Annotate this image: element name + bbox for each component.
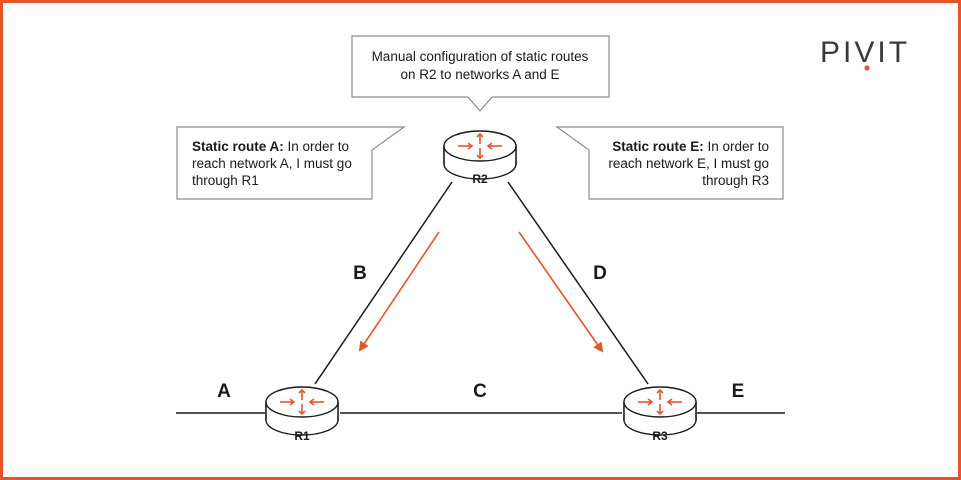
callout-left-line1: Static route A: In order to bbox=[192, 139, 349, 154]
router-r1-label: R1 bbox=[294, 429, 310, 443]
callout-left-line3: through R1 bbox=[192, 173, 259, 188]
network-b-label: B bbox=[353, 263, 367, 284]
network-e-label: E bbox=[732, 381, 745, 402]
callout-right-line2: reach network E, I must go bbox=[608, 156, 769, 171]
callout-right-line3: through R3 bbox=[702, 173, 769, 188]
callout-top-box bbox=[351, 35, 610, 112]
callout-left-line2: reach network A, I must go bbox=[192, 156, 352, 171]
link-network-b bbox=[314, 181, 453, 385]
arrow-to-r1 bbox=[358, 231, 440, 352]
callout-top-line2: on R2 to networks A and E bbox=[400, 67, 559, 82]
callout-top-line1: Manual configuration of static routes bbox=[372, 49, 589, 64]
logo-dot bbox=[864, 65, 870, 71]
network-c-label: C bbox=[473, 381, 487, 402]
callout-right-line1: Static route E: In order to bbox=[612, 139, 769, 154]
callout-left-box bbox=[176, 126, 406, 200]
router-r3-label: R3 bbox=[652, 429, 668, 443]
router-r1-icon bbox=[265, 386, 339, 436]
pivit-logo: PIVIT bbox=[820, 36, 910, 69]
link-network-d bbox=[507, 181, 649, 385]
arrow-to-r3 bbox=[518, 231, 604, 353]
network-d-label: D bbox=[593, 263, 607, 284]
callout-right-box bbox=[555, 126, 784, 200]
router-r3-icon bbox=[623, 386, 697, 436]
network-a-label: A bbox=[217, 381, 231, 402]
router-r2-label: R2 bbox=[472, 172, 488, 186]
